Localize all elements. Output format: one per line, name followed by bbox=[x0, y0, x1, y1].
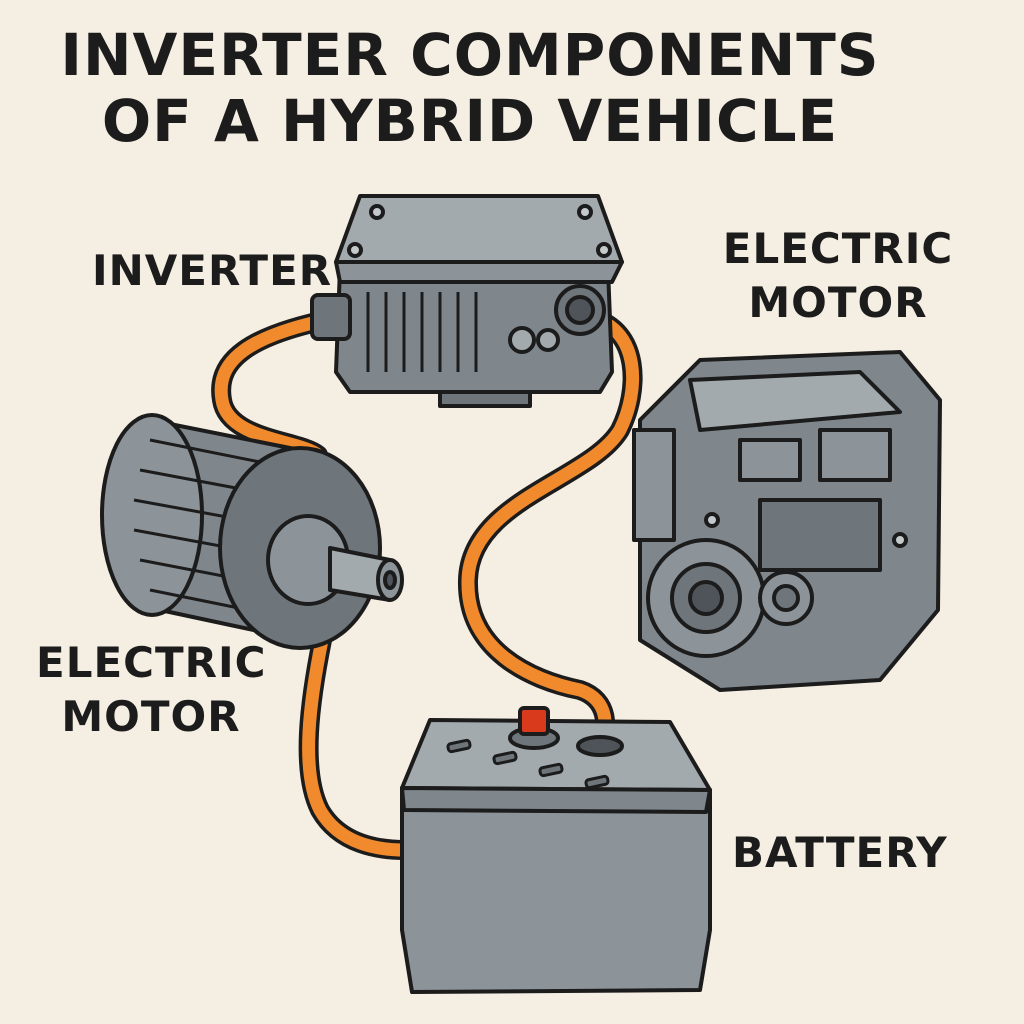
label-electric-motor-right: ELECTRIC MOTOR bbox=[722, 222, 954, 330]
label-electric-motor-right-line-1: ELECTRIC bbox=[722, 224, 954, 273]
inverter-unit bbox=[310, 194, 624, 408]
label-electric-motor-left-line-1: ELECTRIC bbox=[36, 638, 267, 687]
label-battery: BATTERY bbox=[732, 828, 948, 877]
battery-negative-terminal bbox=[576, 735, 624, 757]
label-electric-motor-left-line-2: MOTOR bbox=[61, 692, 241, 741]
battery-unit bbox=[400, 706, 712, 994]
inverter-fins bbox=[366, 292, 478, 372]
battery-positive-terminal bbox=[508, 706, 560, 750]
title-line-1: INVERTER COMPONENTS bbox=[60, 21, 880, 89]
battery-vent-caps bbox=[446, 738, 610, 790]
title-line-2: OF A HYBRID VEHICLE bbox=[101, 87, 839, 155]
electric-motor-left bbox=[100, 413, 404, 650]
label-electric-motor-left: ELECTRIC MOTOR bbox=[36, 636, 266, 744]
label-electric-motor-right-line-2: MOTOR bbox=[748, 278, 928, 327]
electric-motor-right bbox=[632, 350, 942, 692]
diagram-title: INVERTER COMPONENTS OF A HYBRID VEHICLE bbox=[0, 22, 940, 154]
label-inverter: INVERTER bbox=[92, 246, 333, 295]
cables bbox=[211, 308, 643, 860]
